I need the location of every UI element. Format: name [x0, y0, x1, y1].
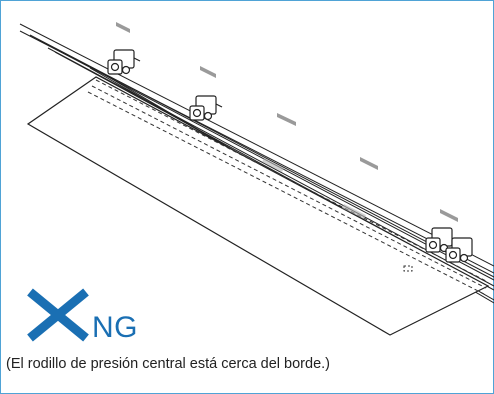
hidden-clamp-marker	[403, 265, 413, 272]
hidden-rail-lines	[87, 79, 489, 295]
hidden-grit-strips	[262, 158, 366, 219]
pinch-roller-center	[189, 95, 223, 121]
caption-text: (El rodillo de presión central está cerc…	[6, 356, 330, 372]
grit-roller-strips	[116, 22, 458, 222]
verdict-label: NG	[92, 311, 138, 344]
pinch-roller-right-1	[425, 227, 453, 253]
pinch-roller-left	[107, 49, 141, 75]
pinch-roller-right-2	[445, 237, 473, 263]
x-mark-icon	[27, 288, 89, 342]
sheet	[26, 76, 490, 336]
